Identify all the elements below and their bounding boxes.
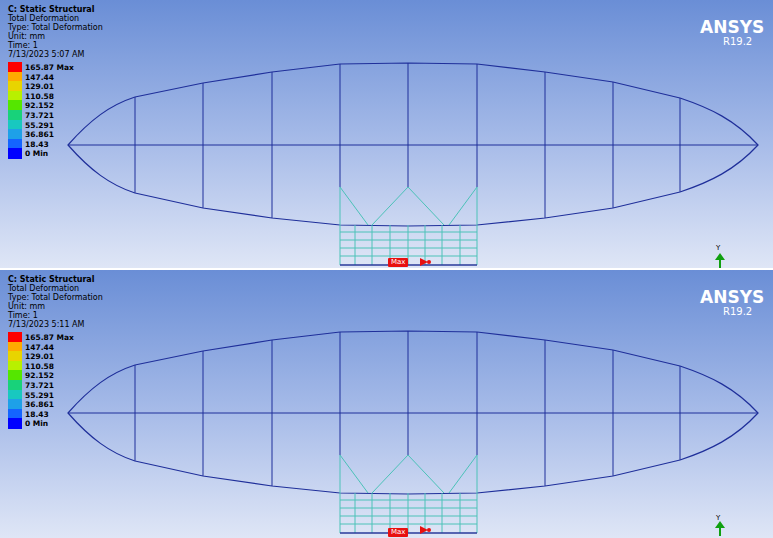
result-type: Type: Total Deformation — [8, 23, 103, 32]
viewport-background — [0, 270, 773, 538]
time-text: Time: 1 — [8, 41, 38, 50]
date-text: 7/13/2023 5:07 AM — [8, 50, 84, 59]
legend-value: 73.721 — [25, 381, 54, 390]
legend-value: 165.87 Max — [25, 333, 74, 342]
legend-value: 110.58 — [25, 92, 54, 101]
legend-value: 110.58 — [25, 362, 54, 371]
legend-value: 36.861 — [25, 130, 54, 139]
header-title: C: Static Structural — [8, 275, 95, 284]
brand-name: ANSYS — [700, 18, 764, 36]
legend-value: 18.43 — [25, 140, 49, 149]
unit-text: Unit: mm — [8, 32, 45, 41]
brand-name: ANSYS — [700, 288, 764, 306]
legend-value: 18.43 — [25, 410, 49, 419]
version-text: R19.2 — [723, 36, 752, 47]
legend-value: 92.152 — [25, 101, 54, 110]
legend-value: 0 Min — [25, 149, 48, 158]
max-tag: Max — [388, 258, 408, 267]
axis-label: Y — [716, 514, 720, 522]
result-name: Total Deformation — [8, 284, 79, 293]
max-tag: Max — [388, 528, 408, 537]
legend-value: 147.44 — [25, 343, 54, 352]
legend-value: 129.01 — [25, 352, 54, 361]
version-text: R19.2 — [723, 306, 752, 317]
legend-value: 55.291 — [25, 391, 54, 400]
legend-value: 147.44 — [25, 73, 54, 82]
legend-swatch — [8, 148, 22, 159]
viewport-background — [0, 0, 773, 268]
date-text: 7/13/2023 5:11 AM — [8, 320, 84, 329]
legend-swatch — [8, 418, 22, 429]
time-text: Time: 1 — [8, 311, 38, 320]
result-name: Total Deformation — [8, 14, 79, 23]
header-title: C: Static Structural — [8, 5, 95, 14]
unit-text: Unit: mm — [8, 302, 45, 311]
legend-value: 36.861 — [25, 400, 54, 409]
legend-value: 92.152 — [25, 371, 54, 380]
legend-value: 55.291 — [25, 121, 54, 130]
legend-value: 73.721 — [25, 111, 54, 120]
result-type: Type: Total Deformation — [8, 293, 103, 302]
legend-value: 165.87 Max — [25, 63, 74, 72]
legend-value: 0 Min — [25, 419, 48, 428]
legend-value: 129.01 — [25, 82, 54, 91]
axis-label: Y — [716, 244, 720, 252]
